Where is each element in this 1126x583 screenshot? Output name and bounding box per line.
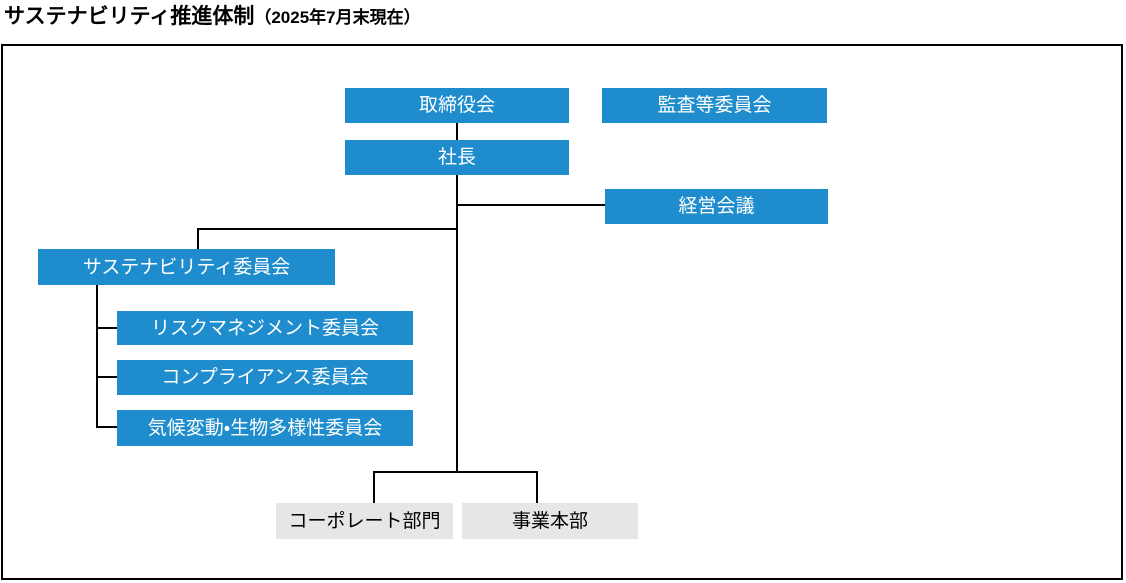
node-board-of-directors: 取締役会 [345,88,569,123]
connector-stub-risk-management [96,327,117,329]
connector-subcommittee-spine [96,285,98,428]
connector-board-to-president [456,123,458,140]
connector-to-management-meeting [458,204,605,206]
connector-bottom-bar [373,471,538,473]
node-risk-management-committee: リスクマネジメント委員会 [117,311,413,345]
connector-stub-compliance [96,376,117,378]
node-management-meeting: 経営会議 [605,189,828,224]
connector-president-main-drop [456,175,458,473]
node-business-division: 事業本部 [462,503,638,539]
page-title-main: サステナビリティ推進体制 [4,5,255,28]
node-president: 社長 [345,140,569,175]
page-title: サステナビリティ推進体制（2025年7月末現在） [4,4,421,29]
node-sustainability-committee: サステナビリティ委員会 [38,249,335,285]
connector-corporate-drop [373,471,375,503]
node-audit-committee: 監査等委員会 [602,88,827,123]
page-title-note: （2025年7月末現在） [254,8,421,27]
node-corporate-division: コーポレート部門 [276,503,453,539]
connector-to-sustainability-branch [198,228,456,230]
node-compliance-committee: コンプライアンス委員会 [117,360,413,395]
connector-sustainability-drop [197,228,199,249]
connector-business-drop [536,471,538,503]
node-climate-biodiversity-committee: 気候変動・生物多様性委員会 [117,410,413,446]
connector-stub-climate-biodiversity [96,426,117,428]
